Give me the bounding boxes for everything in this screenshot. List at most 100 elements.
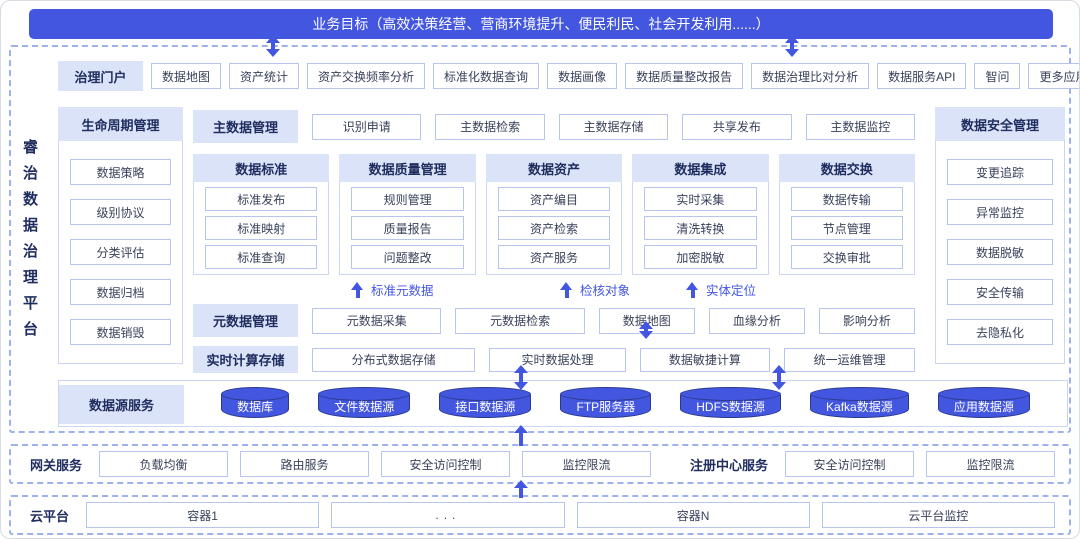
realtime-item: 统一运维管理 — [784, 347, 915, 372]
flow-label: 标准元数据 — [371, 284, 434, 298]
registry-title: 注册中心服务 — [690, 457, 769, 473]
security-item: 安全传输 — [947, 279, 1053, 305]
column-item: 标准映射 — [205, 216, 318, 240]
cloud-box: 云平台 容器1 ... 容器N 云平台监控 — [9, 495, 1071, 535]
portal-item: 资产统计 — [229, 63, 300, 89]
gateway-item: 监控限流 — [522, 451, 652, 477]
database-cylinder-icon: 文件数据源 — [318, 387, 411, 418]
master-data-item: 识别申请 — [312, 113, 422, 140]
column-data-exchange: 数据交换 数据传输 节点管理 交换审批 — [778, 154, 915, 275]
column-title: 数据资产 — [485, 154, 623, 182]
realtime-item: 分布式数据存储 — [312, 347, 476, 372]
master-data-item: 共享发布 — [682, 113, 792, 140]
double-arrow-icon — [639, 321, 653, 339]
column-title: 数据标准 — [193, 154, 330, 182]
master-data-title: 主数据管理 — [193, 110, 298, 143]
column-item: 加密脱敏 — [644, 245, 757, 269]
portal-row: 治理门户 数据地图 资产统计 资产交换频率分析 标准化数据查询 数据画像 数据质… — [58, 61, 1079, 91]
metadata-title: 元数据管理 — [193, 304, 298, 337]
database-cylinder-icon: Kafka数据源 — [810, 387, 909, 418]
lifecycle-item: 级别协议 — [70, 199, 171, 225]
column-title: 数据交换 — [778, 154, 915, 182]
lifecycle-body: 数据策略 级别协议 分类评估 数据归档 数据销毁 — [58, 141, 183, 364]
lifecycle-item: 数据策略 — [70, 159, 171, 185]
flow-group: 标准元数据 — [351, 280, 434, 299]
lifecycle-item: 分类评估 — [70, 239, 171, 265]
flow-group: 实体定位 — [686, 280, 756, 299]
flow-labels-row: 标准元数据 检核对象 实体定位 — [193, 275, 915, 304]
datasource-item: Kafka数据源 — [826, 400, 893, 414]
portal-item: 标准化数据查询 — [433, 63, 540, 89]
gateway-title: 网关服务 — [30, 457, 83, 473]
up-arrow-icon — [351, 281, 364, 298]
lifecycle-title: 生命周期管理 — [58, 107, 183, 141]
column-title: 数据质量管理 — [339, 154, 476, 182]
database-cylinder-icon: FTP服务器 — [560, 387, 652, 418]
portal-item: 数据服务API — [877, 63, 967, 89]
cloud-item: 容器N — [576, 502, 810, 528]
column-item: 资产检索 — [497, 216, 611, 240]
portal-item: 数据治理比对分析 — [751, 63, 870, 89]
security-item: 去隐私化 — [947, 319, 1053, 345]
metadata-item: 元数据检索 — [455, 307, 585, 334]
column-item: 问题整改 — [351, 245, 464, 269]
up-arrow-icon — [686, 281, 699, 298]
datasource-cylinders: 数据库 文件数据源 接口数据源 FTP服务器 HDFS数据源 Kafka数据源 … — [184, 381, 1067, 418]
lifecycle-item: 数据归档 — [70, 279, 171, 305]
column-item: 节点管理 — [790, 216, 903, 240]
double-arrow-icon — [514, 365, 528, 390]
column-item: 质量报告 — [351, 216, 464, 240]
portal-item: 资产交换频率分析 — [307, 63, 426, 89]
cloud-item: ... — [331, 502, 565, 528]
metadata-item: 血缘分析 — [708, 307, 805, 334]
database-cylinder-icon: 数据库 — [221, 387, 290, 418]
module-columns: 数据标准 标准发布 标准映射 标准查询 数据质量管理 规则管理 质量报告 问题整… — [193, 154, 915, 275]
column-item: 标准发布 — [205, 187, 318, 211]
datasource-item: HDFS数据源 — [696, 400, 765, 414]
datasource-row: 数据源服务 数据库 文件数据源 接口数据源 FTP服务器 HDFS数据源 Kaf… — [58, 380, 1068, 427]
business-goal-banner: 业务目标（高效决策经营、营商环境提升、便民利民、社会开发利用......） — [29, 9, 1053, 39]
gateway-item: 负载均衡 — [99, 451, 229, 477]
portal-item: 数据画像 — [547, 63, 618, 89]
column-data-standard: 数据标准 标准发布 标准映射 标准查询 — [193, 154, 330, 275]
column-item: 资产服务 — [497, 245, 611, 269]
flow-label: 检核对象 — [580, 284, 631, 298]
column-item: 资产编目 — [497, 187, 611, 211]
database-cylinder-icon: HDFS数据源 — [680, 387, 781, 418]
column-item: 交换审批 — [790, 245, 903, 269]
portal-item: 数据地图 — [151, 63, 222, 89]
column-title: 数据集成 — [632, 154, 769, 182]
lifecycle-column: 生命周期管理 数据策略 级别协议 分类评估 数据归档 数据销毁 — [58, 107, 183, 364]
column-data-asset: 数据资产 资产编目 资产检索 资产服务 — [485, 154, 623, 275]
portal-title: 治理门户 — [58, 61, 143, 91]
center-column: 主数据管理 识别申请 主数据检索 主数据存储 共享发布 主数据监控 数据标准 标… — [193, 110, 916, 373]
realtime-item: 实时数据处理 — [489, 347, 626, 372]
cloud-title: 云平台 — [30, 508, 70, 524]
lifecycle-item: 数据销毁 — [70, 319, 171, 345]
security-column: 数据安全管理 变更追踪 异常监控 数据脱敏 安全传输 去隐私化 — [935, 107, 1065, 364]
flow-label: 实体定位 — [706, 284, 757, 298]
security-title: 数据安全管理 — [935, 107, 1065, 141]
realtime-title: 实时计算存储 — [193, 346, 298, 373]
security-item: 异常监控 — [947, 199, 1053, 225]
up-arrow-icon — [514, 425, 528, 447]
master-data-item: 主数据存储 — [558, 113, 669, 140]
portal-item: 智问 — [974, 63, 1021, 89]
column-item: 数据传输 — [790, 187, 903, 211]
column-item: 清洗转换 — [644, 216, 757, 240]
registry-item: 监控限流 — [926, 451, 1056, 477]
up-arrow-icon — [560, 281, 573, 298]
master-data-item: 主数据检索 — [435, 113, 545, 140]
platform-vertical-title: 睿治数据治理平台 — [21, 139, 38, 347]
column-item: 规则管理 — [351, 187, 464, 211]
platform-box: 睿治数据治理平台 治理门户 数据地图 资产统计 资产交换频率分析 标准化数据查询… — [9, 45, 1079, 433]
datasource-item: 应用数据源 — [953, 400, 1014, 414]
master-data-row: 主数据管理 识别申请 主数据检索 主数据存储 共享发布 主数据监控 — [193, 110, 916, 143]
datasource-item: 接口数据源 — [455, 400, 516, 414]
gateway-item: 安全访问控制 — [381, 451, 511, 477]
gateway-box: 网关服务 负载均衡 路由服务 安全访问控制 监控限流 注册中心服务 安全访问控制… — [9, 444, 1071, 484]
realtime-row: 实时计算存储 分布式数据存储 实时数据处理 数据敏捷计算 统一运维管理 — [193, 346, 915, 373]
datasource-item: 文件数据源 — [334, 400, 395, 414]
flow-group: 检核对象 — [560, 280, 630, 299]
